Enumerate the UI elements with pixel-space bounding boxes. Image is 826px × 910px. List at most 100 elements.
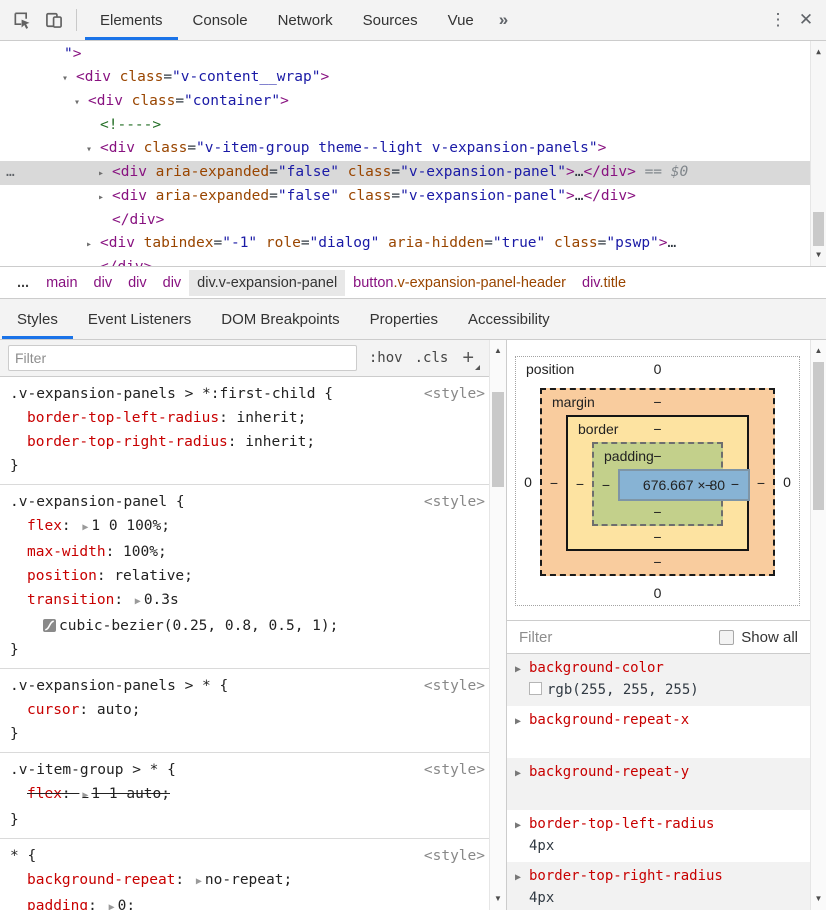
dom-tree-node-selected[interactable]: …▸<div aria-expanded="false" class="v-ex… xyxy=(0,161,826,185)
scroll-down-arrow-icon[interactable]: ▼ xyxy=(814,894,823,903)
scrollbar-thumb[interactable] xyxy=(813,362,824,510)
shorthand-expand-icon[interactable]: ▶ xyxy=(134,596,141,607)
box-model-border-right-value[interactable]: − xyxy=(730,476,740,492)
box-model-position-right-value[interactable]: 0 xyxy=(783,474,791,490)
new-style-rule-button[interactable]: + xyxy=(460,348,481,370)
dom-tree-node[interactable]: ▸<div aria-expanded="false" class="v-exp… xyxy=(0,185,826,209)
expand-arrow-open-icon[interactable]: ▾ xyxy=(62,73,69,84)
css-property[interactable]: max-width: 100%; xyxy=(27,544,167,560)
scroll-down-arrow-icon[interactable]: ▼ xyxy=(816,250,821,259)
scrollbar-thumb[interactable] xyxy=(813,212,824,246)
sidebar-tab-accessibility[interactable]: Accessibility xyxy=(468,310,550,328)
box-model-border-bottom-value[interactable]: − xyxy=(653,529,662,545)
dom-tree-node[interactable]: ▸<div tabindex="-1" role="dialog" aria-h… xyxy=(0,232,826,256)
show-all-checkbox[interactable] xyxy=(719,629,735,645)
cubic-bezier-icon[interactable] xyxy=(43,619,56,632)
box-model-margin-top-value[interactable]: − xyxy=(653,394,662,410)
box-model-position-top-value[interactable]: 0 xyxy=(653,361,662,377)
style-origin-link[interactable]: <style> xyxy=(423,678,485,694)
tab-console[interactable]: Console xyxy=(192,11,248,29)
dom-tree-node[interactable]: "> xyxy=(0,43,826,66)
dom-tree-node[interactable]: ▾<div class="v-item-group theme--light v… xyxy=(0,137,826,161)
expand-arrow-closed-icon[interactable]: ▶ xyxy=(515,872,522,883)
box-model-position-left-value[interactable]: 0 xyxy=(524,474,532,490)
computed-property-row[interactable]: ▶background-repeat-y xyxy=(507,758,810,810)
style-origin-link[interactable]: <style> xyxy=(423,848,485,864)
css-selector[interactable]: * { xyxy=(10,848,37,864)
elements-scrollbar[interactable]: ▲ ▼ xyxy=(810,41,826,266)
shorthand-expand-icon[interactable]: ▶ xyxy=(108,902,115,910)
dom-tree-node[interactable]: <!----> xyxy=(0,114,826,137)
box-model-padding-top-value[interactable]: − xyxy=(653,448,662,464)
computed-scrollbar[interactable]: ▲ ▼ xyxy=(810,340,826,910)
expand-arrow-closed-icon[interactable]: ▶ xyxy=(515,820,522,831)
box-model-margin-left-value[interactable]: − xyxy=(549,475,559,491)
inspect-element-button[interactable] xyxy=(7,5,37,35)
css-property[interactable]: border-top-left-radius: inherit; xyxy=(27,410,307,426)
style-origin-link[interactable]: <style> xyxy=(423,762,485,778)
expand-arrow-open-icon[interactable]: ▾ xyxy=(74,97,81,108)
sidebar-tab-styles[interactable]: Styles xyxy=(2,299,73,339)
device-toolbar-button[interactable] xyxy=(39,5,69,35)
css-property[interactable]: cursor: auto; xyxy=(27,702,141,718)
tab-vue[interactable]: Vue xyxy=(447,11,474,29)
css-selector[interactable]: .v-expansion-panel { xyxy=(10,494,185,510)
css-property[interactable]: border-top-right-radius: inherit; xyxy=(27,434,316,450)
tab-network[interactable]: Network xyxy=(277,11,333,29)
box-model-border-top-value[interactable]: − xyxy=(653,421,662,437)
breadcrumb-overflow[interactable]: ... xyxy=(17,274,30,291)
css-property[interactable]: flex: ▶1 0 100%; xyxy=(27,518,170,534)
breadcrumb-item-div.v-expansion-panel[interactable]: div.v-expansion-panel xyxy=(189,269,346,296)
computed-property-row[interactable]: ▶background-repeat-x xyxy=(507,706,810,758)
computed-filter-input[interactable] xyxy=(517,627,720,647)
breadcrumb-item-button.v-expansion-panel-header[interactable]: button.v-expansion-panel-header xyxy=(345,270,574,296)
scroll-up-arrow-icon[interactable]: ▲ xyxy=(814,346,823,355)
breadcrumb-item-div[interactable]: div xyxy=(120,270,155,296)
element-classes-button[interactable]: .cls xyxy=(414,350,449,366)
expand-arrow-closed-icon[interactable]: ▸ xyxy=(98,168,105,179)
styles-scrollbar[interactable]: ▲ ▼ xyxy=(489,340,506,910)
style-origin-link[interactable]: <style> xyxy=(423,386,485,402)
scrollbar-thumb[interactable] xyxy=(492,392,504,487)
box-model-padding[interactable]: padding−−676.667 × 80−− xyxy=(592,442,750,526)
shorthand-expand-icon[interactable]: ▶ xyxy=(82,522,89,533)
expand-arrow-closed-icon[interactable]: ▶ xyxy=(515,768,522,779)
shorthand-expand-icon[interactable]: ▶ xyxy=(82,790,89,801)
expand-arrow-open-icon[interactable]: ▾ xyxy=(86,144,93,155)
css-property[interactable]: flex: ▶1 1 auto; xyxy=(27,786,170,802)
css-selector[interactable]: .v-expansion-panels > *:first-child { xyxy=(10,386,334,402)
sidebar-tab-dom-breakpoints[interactable]: DOM Breakpoints xyxy=(221,310,340,328)
more-tabs-icon[interactable]: » xyxy=(498,10,509,29)
css-property[interactable]: background-repeat: ▶no-repeat; xyxy=(27,872,293,888)
css-property[interactable]: position: relative; xyxy=(27,568,193,584)
styles-filter-input[interactable] xyxy=(8,345,357,371)
sidebar-tab-event-listeners[interactable]: Event Listeners xyxy=(87,310,192,328)
color-swatch[interactable] xyxy=(529,682,542,695)
box-model-content[interactable]: 676.667 × 80 xyxy=(618,469,750,501)
dom-tree-node[interactable]: ▾<div class="container"> xyxy=(0,90,826,114)
css-selector[interactable]: .v-expansion-panels > * { xyxy=(10,678,229,694)
breadcrumb-item-div[interactable]: div xyxy=(86,270,121,296)
tab-elements[interactable]: Elements xyxy=(85,0,178,40)
box-model-border-left-value[interactable]: − xyxy=(575,476,585,492)
scroll-up-arrow-icon[interactable]: ▲ xyxy=(494,346,502,355)
breadcrumb-item-div.title[interactable]: div.title xyxy=(574,270,634,296)
scroll-up-arrow-icon[interactable]: ▲ xyxy=(816,47,821,56)
css-property-value-continued[interactable]: cubic-bezier(0.25, 0.8, 0.5, 1); xyxy=(10,614,485,638)
expand-arrow-closed-icon[interactable]: ▸ xyxy=(86,239,93,250)
dom-tree-node[interactable]: </div> xyxy=(0,209,826,232)
close-devtools-button[interactable]: ✕ xyxy=(798,10,814,29)
expand-arrow-closed-icon[interactable]: ▸ xyxy=(98,192,105,203)
box-model-padding-bottom-value[interactable]: − xyxy=(653,504,662,520)
toggle-element-state-button[interactable]: :hov xyxy=(368,350,403,366)
breadcrumb-item-main[interactable]: main xyxy=(38,270,85,296)
shorthand-expand-icon[interactable]: ▶ xyxy=(195,876,202,887)
customize-menu-button[interactable]: ⋮ xyxy=(769,10,787,29)
dom-tree-node[interactable]: ▾<div class="v-content__wrap"> xyxy=(0,66,826,90)
box-model-border[interactable]: border−−padding−−676.667 × 80−−−− xyxy=(566,415,750,551)
css-selector[interactable]: .v-item-group > * { xyxy=(10,762,176,778)
tab-sources[interactable]: Sources xyxy=(362,11,418,29)
